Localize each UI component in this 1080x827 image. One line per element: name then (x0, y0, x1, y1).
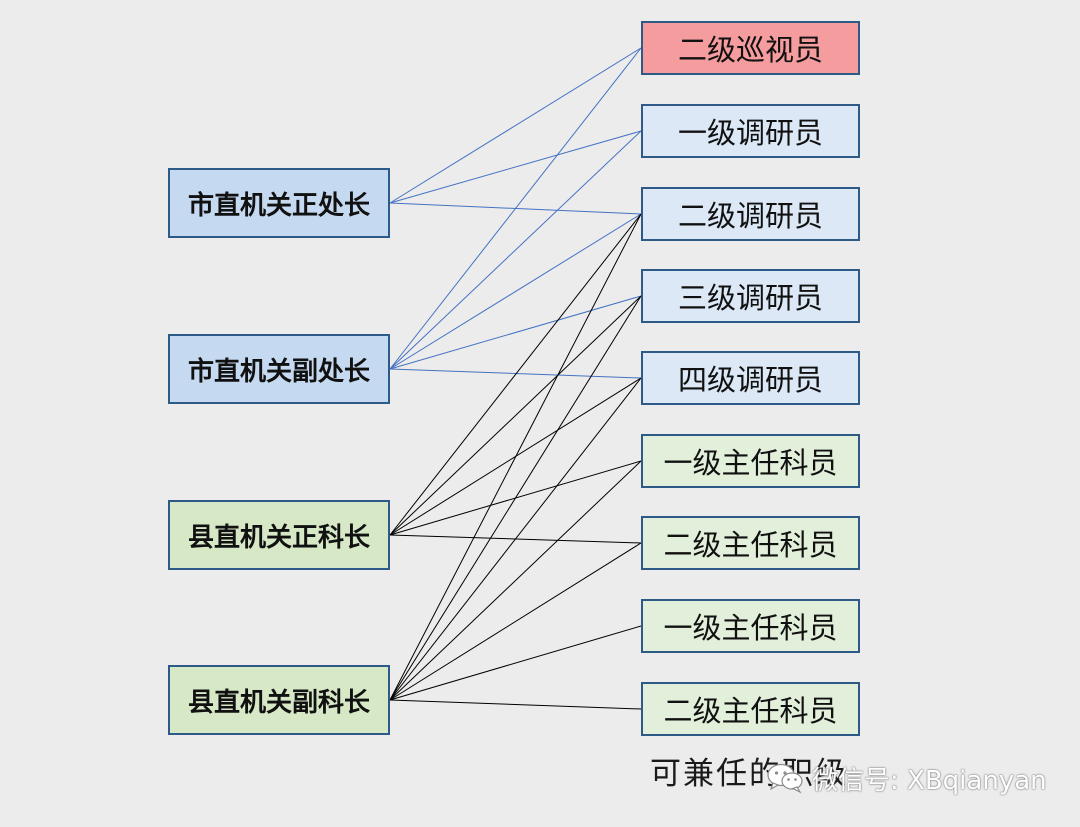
right-node-label: 二级调研员 (677, 199, 823, 233)
left-node-city-deputy-director: 市直机关副处长 (168, 334, 390, 404)
right-node-rank-7: 二级主任科员 (641, 516, 860, 570)
connector-line-1-3 (389, 295, 642, 370)
left-node-label: 县直机关副科长 (187, 687, 370, 718)
connector-line-3-5 (389, 460, 642, 701)
connector-line-2-3 (389, 295, 642, 536)
watermark-text: 微信号: XBqianyan (812, 765, 1047, 796)
left-node-label: 县直机关正科长 (187, 522, 370, 553)
right-node-label: 一级主任科员 (663, 446, 838, 480)
wechat-icon (767, 763, 803, 794)
watermark: 微信号: XBqianyan (766, 760, 1047, 796)
right-node-label: 三级调研员 (677, 281, 823, 315)
connector-line-3-8 (389, 699, 642, 710)
connector-line-3-2 (389, 213, 642, 701)
connector-line-3-6 (389, 542, 642, 701)
connector-line-3-7 (389, 625, 642, 701)
right-node-rank-9: 二级主任科员 (641, 682, 860, 736)
right-node-rank-1: 二级巡视员 (641, 21, 860, 75)
left-node-city-director: 市直机关正处长 (168, 168, 390, 238)
right-node-rank-8: 一级主任科员 (641, 599, 860, 653)
right-node-label: 四级调研员 (677, 363, 823, 397)
right-node-label: 二级主任科员 (663, 528, 838, 562)
right-node-label: 二级巡视员 (677, 33, 823, 67)
connector-line-1-2 (389, 213, 642, 370)
right-node-rank-2: 一级调研员 (641, 104, 860, 158)
connector-line-0-0 (389, 47, 642, 204)
connector-line-2-2 (389, 213, 642, 536)
left-node-county-deputy-section-chief: 县直机关副科长 (168, 665, 390, 735)
diagram-caption: 可兼任的职级 (650, 756, 848, 792)
left-node-county-section-chief: 县直机关正科长 (168, 500, 390, 570)
left-node-label: 市直机关正处长 (187, 190, 370, 221)
connector-line-1-4 (389, 368, 642, 379)
connector-line-1-0 (389, 47, 642, 370)
connector-line-3-4 (389, 377, 642, 701)
right-node-rank-6: 一级主任科员 (641, 434, 860, 488)
right-node-rank-4: 三级调研员 (641, 269, 860, 323)
left-node-label: 市直机关副处长 (187, 356, 370, 387)
right-node-rank-5: 四级调研员 (641, 351, 860, 405)
right-node-label: 一级主任科员 (663, 611, 838, 645)
connector-line-1-1 (389, 130, 642, 370)
connector-line-0-1 (389, 130, 642, 204)
right-node-label: 一级调研员 (677, 116, 823, 150)
right-node-label: 二级主任科员 (663, 694, 838, 728)
connector-line-3-3 (389, 295, 642, 701)
right-node-rank-3: 二级调研员 (641, 187, 860, 241)
